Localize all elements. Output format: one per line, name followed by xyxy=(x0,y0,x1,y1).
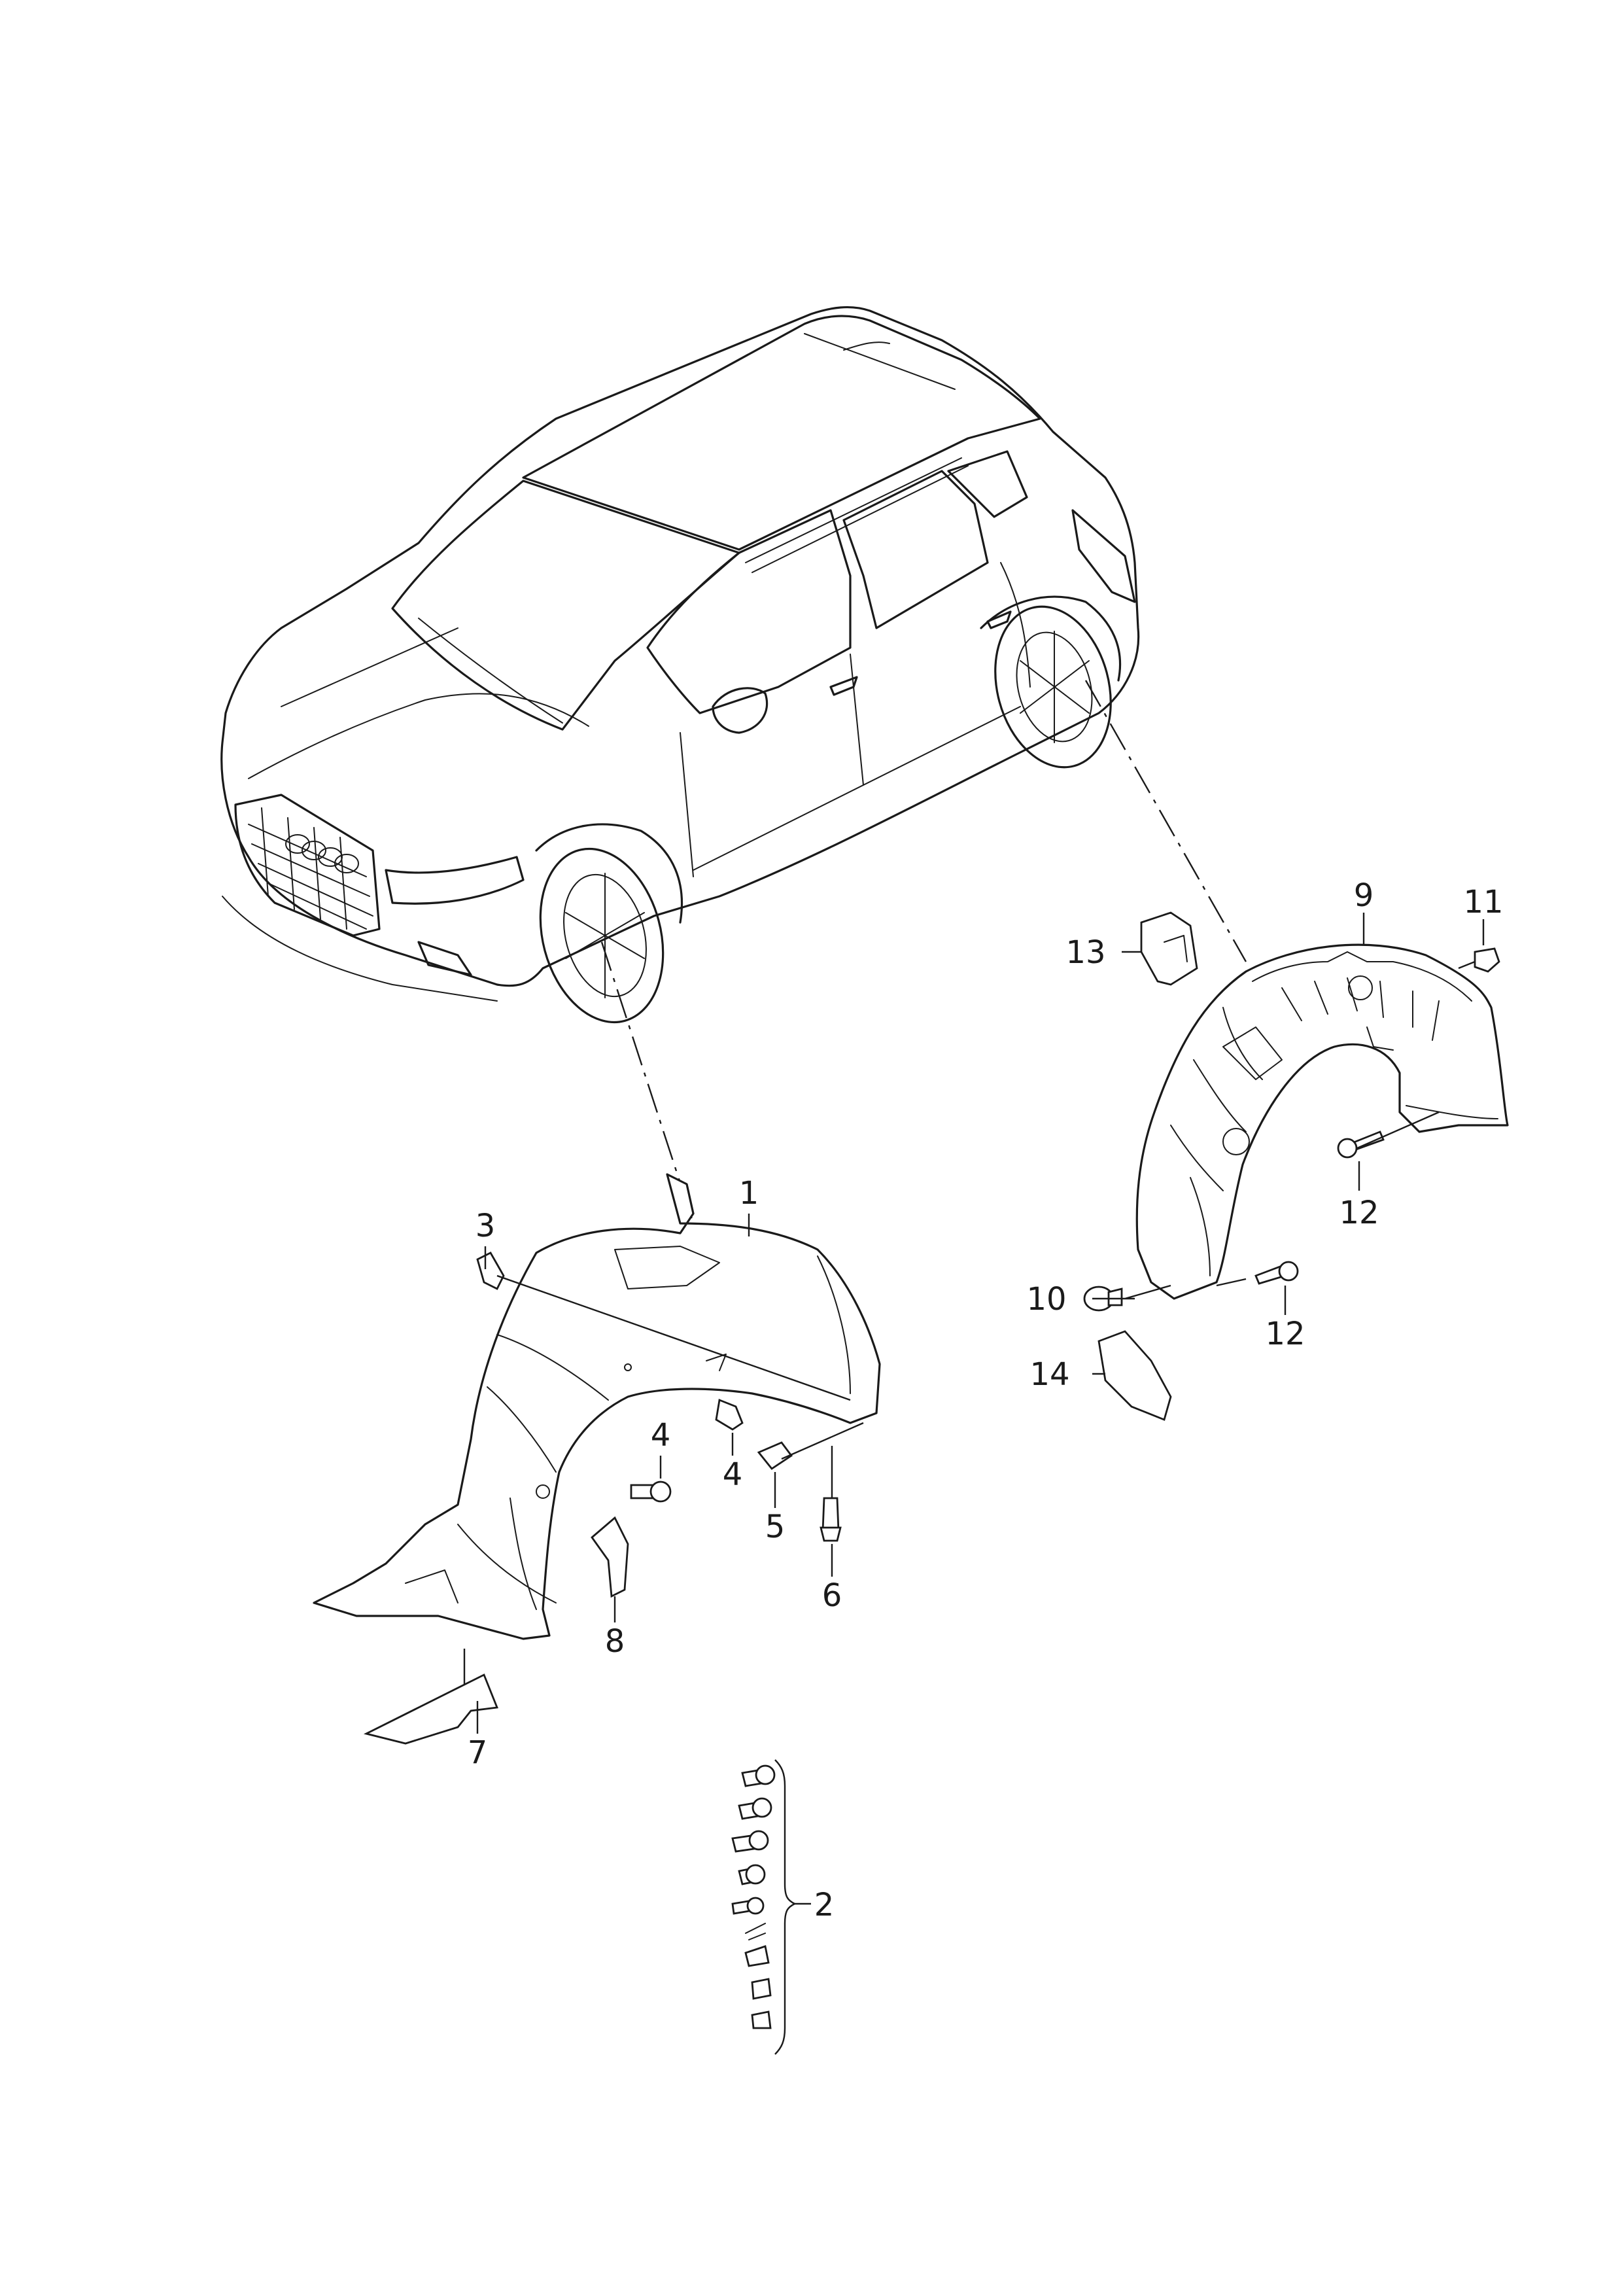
callout-13: 13 xyxy=(1065,934,1105,971)
callout-9: 9 xyxy=(1354,877,1374,914)
vehicle-illustration xyxy=(220,306,1140,1024)
callout-7: 7 xyxy=(468,1734,488,1771)
callout-6: 6 xyxy=(822,1577,842,1614)
logo-rings xyxy=(285,834,359,873)
callout-14: 14 xyxy=(1029,1356,1069,1393)
rear-fastener-group xyxy=(1083,911,1500,1421)
callout-11: 11 xyxy=(1463,884,1503,920)
fastener-kit xyxy=(731,1759,811,2055)
screw-6-icon xyxy=(821,1497,840,1532)
rear-wheel-housing-liner xyxy=(1135,943,1509,1300)
callout-12b: 12 xyxy=(1265,1316,1305,1352)
bolt-4a-icon xyxy=(715,1399,744,1431)
callout-4a: 4 xyxy=(651,1417,671,1454)
callout-1: 1 xyxy=(739,1175,759,1212)
callout-5: 5 xyxy=(765,1509,786,1545)
front-wheel-housing-liner xyxy=(313,1173,881,1640)
callout-2: 2 xyxy=(814,1887,835,1923)
callout-labels: 1 2 3 4 4 5 6 7 8 9 10 11 12 12 13 14 xyxy=(468,877,1504,1923)
plate-7-icon xyxy=(363,1673,498,1745)
rear-link-line xyxy=(1084,680,1247,962)
callout-12a: 12 xyxy=(1339,1195,1379,1231)
clip-11-icon xyxy=(1474,947,1500,973)
bracket-8-icon xyxy=(591,1516,629,1598)
front-fastener-group xyxy=(363,1252,842,1745)
bracket-14-icon xyxy=(1097,1330,1172,1421)
clip-5-icon xyxy=(757,1441,793,1470)
clip-3-icon xyxy=(476,1252,505,1290)
bracket-13-icon xyxy=(1140,911,1198,986)
callout-3: 3 xyxy=(475,1208,496,1244)
callout-8: 8 xyxy=(605,1623,625,1660)
callout-10: 10 xyxy=(1026,1281,1066,1318)
callout-4b: 4 xyxy=(723,1456,743,1493)
kit-bolt-icon xyxy=(731,1764,776,2029)
